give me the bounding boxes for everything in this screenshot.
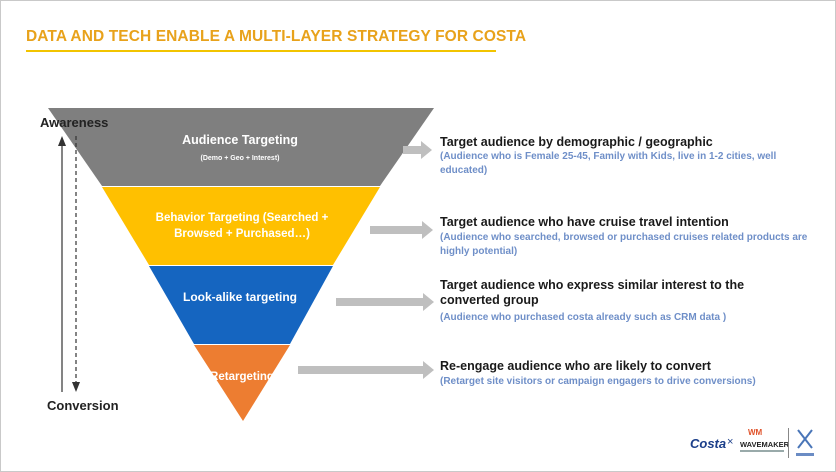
awareness-arrow-head [58, 136, 66, 146]
funnel-layer-audience [48, 108, 434, 186]
target-text-3: Target audience who express similar inte… [440, 278, 745, 307]
layer-retargeting-title: Retargeting [210, 371, 274, 383]
note-text-1: (Audience who is Female 25-45, Family wi… [440, 151, 777, 176]
funnel-layer-lookalike [149, 266, 333, 344]
arrow-layer-3 [336, 293, 434, 311]
costa-logo: Costa [690, 436, 727, 451]
target-text-2: Target audience who have cruise travel i… [440, 215, 729, 229]
logo-separator [788, 428, 789, 458]
funnel-layer-retargeting [194, 345, 290, 421]
wavemaker-logo: WAVEMAKER [740, 440, 790, 449]
layer-lookalike-title: Look-alike targeting [182, 290, 298, 304]
wavemaker-underline [740, 450, 784, 452]
partner-logos: Costa × WM WAVEMAKER [684, 424, 824, 464]
awareness-label: Awareness [40, 115, 109, 130]
layer-audience-detail: (Demo + Geo + Interest) [200, 155, 280, 162]
conversion-label: Conversion [47, 398, 119, 413]
times-sign: × [727, 436, 734, 448]
note-text-3: (Audience who purchased costa already su… [440, 312, 727, 323]
arrow-layer-1 [403, 141, 432, 159]
funnel-layer-behavior [102, 187, 380, 265]
note-text-4: (Retarget site visitors or campaign enga… [440, 376, 756, 387]
arrow-layer-4 [298, 361, 434, 379]
title-underline [26, 50, 496, 52]
xaxis-logo-icon [796, 429, 814, 456]
arrow-layer-2 [370, 221, 433, 239]
conversion-arrow-head [72, 382, 80, 392]
layer-behavior-title: Behavior Targeting (Searched + Browsed +… [155, 212, 329, 240]
layer-audience-title: Audience Targeting [182, 133, 298, 147]
target-text-1: Target audience by demographic / geograp… [440, 135, 713, 149]
target-text-4: Re-engage audience who are likely to con… [440, 359, 711, 373]
note-text-2: (Audience who searched, browsed or purch… [440, 232, 808, 257]
wavemaker-mark: WM [748, 428, 763, 437]
slide-title: DATA AND TECH ENABLE A MULTI-LAYER STRAT… [26, 28, 527, 45]
